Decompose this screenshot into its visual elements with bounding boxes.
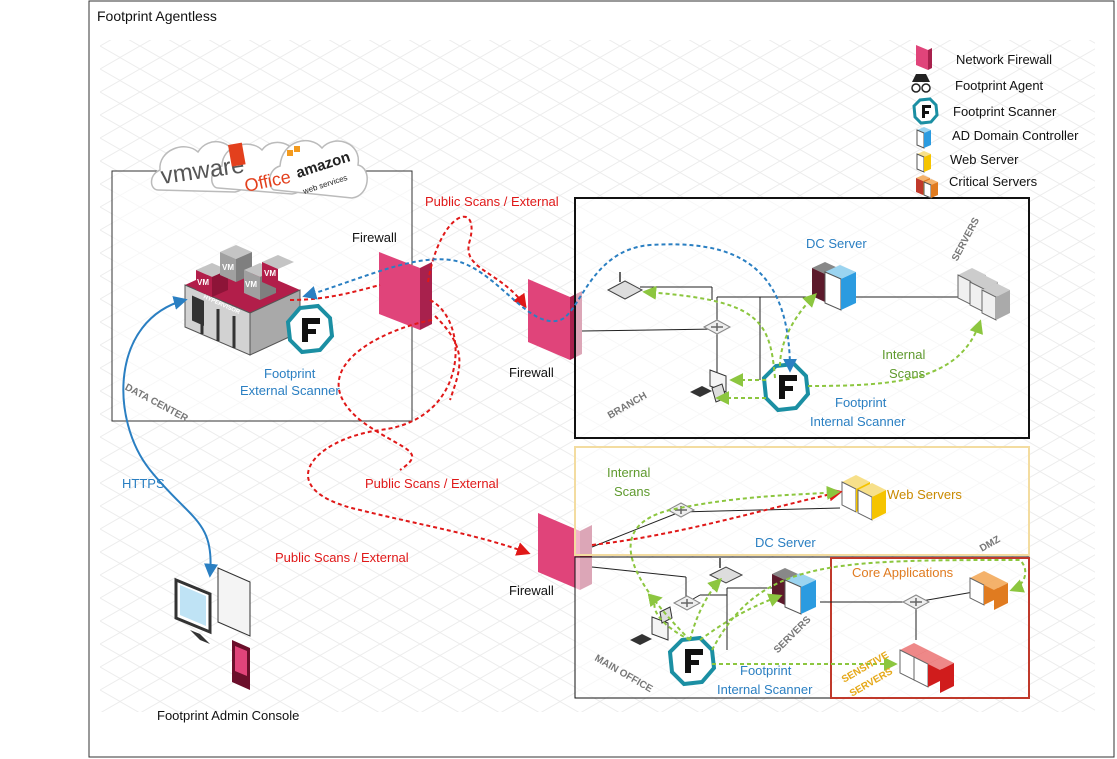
vm-label: VM bbox=[245, 280, 257, 289]
dmz-network-lines bbox=[591, 507, 841, 548]
public-scan-label: Public Scans / External bbox=[275, 550, 409, 565]
sensitive-servers-icon bbox=[899, 643, 954, 693]
public-scan-label: Public Scans / External bbox=[365, 476, 499, 491]
vm-label: VM bbox=[264, 269, 276, 278]
external-scanner-label: External Scanner bbox=[240, 383, 340, 398]
branch-servers-icon bbox=[957, 268, 1010, 321]
legend-critical-servers-icon bbox=[916, 175, 938, 199]
main-scanner-label: Footprint bbox=[740, 663, 792, 678]
branch-dc-server-icon bbox=[812, 262, 856, 311]
legend-label: Footprint Agent bbox=[955, 78, 1044, 93]
main-dc-server-label: DC Server bbox=[755, 535, 816, 550]
legend-label: Footprint Scanner bbox=[953, 104, 1057, 119]
branch-scanner-label: Footprint bbox=[835, 395, 887, 410]
main-scanner-label: Internal Scanner bbox=[717, 682, 813, 697]
legend-label: AD Domain Controller bbox=[952, 128, 1079, 143]
internal-scan-label: Internal bbox=[882, 347, 926, 362]
https-label: HTTPS bbox=[122, 476, 165, 491]
admin-console-icon bbox=[174, 567, 251, 690]
legend-ad-domain-controller-icon bbox=[916, 127, 931, 149]
legend-label: Critical Servers bbox=[949, 174, 1038, 189]
core-applications-label: Core Applications bbox=[852, 565, 954, 580]
vm-label: VM bbox=[197, 278, 209, 287]
legend-agent-icon bbox=[911, 74, 931, 93]
page-title: Footprint Agentless bbox=[97, 8, 217, 24]
legend-label: Network Firewall bbox=[956, 52, 1053, 67]
firewall-label: Firewall bbox=[352, 230, 397, 245]
external-scanner-label: Footprint bbox=[264, 366, 316, 381]
firewall-label: Firewall bbox=[509, 583, 554, 598]
branch-scanner-label: Internal Scanner bbox=[810, 414, 906, 429]
main-switch-icon bbox=[672, 595, 702, 611]
sensitive-switch-icon bbox=[901, 594, 931, 610]
legend-label: Web Server bbox=[950, 152, 1019, 167]
internal-scan-label: Scans bbox=[889, 366, 926, 381]
core-applications-icon bbox=[969, 571, 1008, 610]
sensitive-zone bbox=[830, 557, 1030, 699]
vm-label: VM bbox=[222, 263, 234, 272]
scanner-link-arrows bbox=[302, 243, 797, 373]
internal-scan-label: Internal bbox=[607, 465, 651, 480]
dmz-switch-icon bbox=[666, 502, 696, 518]
legend-firewall-icon bbox=[916, 45, 932, 70]
https-link bbox=[122, 296, 218, 578]
branch-dc-server-label: DC Server bbox=[806, 236, 867, 251]
firewall-label: Firewall bbox=[509, 365, 554, 380]
cloud-logos: vmware Office amazon web services bbox=[150, 139, 368, 199]
main-internal-scanner-icon bbox=[667, 635, 717, 687]
web-servers-label: Web Servers bbox=[887, 487, 962, 502]
branch-internal-scanner-icon bbox=[761, 361, 811, 413]
internal-scan-arrows-branch bbox=[642, 285, 983, 405]
legend-web-server-icon bbox=[916, 151, 931, 173]
legend-scanner-icon bbox=[912, 97, 939, 125]
hypervisor-building bbox=[184, 245, 301, 356]
internal-scan-arrows-main bbox=[629, 485, 1027, 671]
internal-scan-label: Scans bbox=[614, 484, 651, 499]
public-scan-label: Public Scans / External bbox=[425, 194, 559, 209]
admin-console-label: Footprint Admin Console bbox=[157, 708, 300, 723]
web-servers-icon bbox=[841, 475, 886, 521]
external-scanner-icon bbox=[285, 303, 335, 355]
